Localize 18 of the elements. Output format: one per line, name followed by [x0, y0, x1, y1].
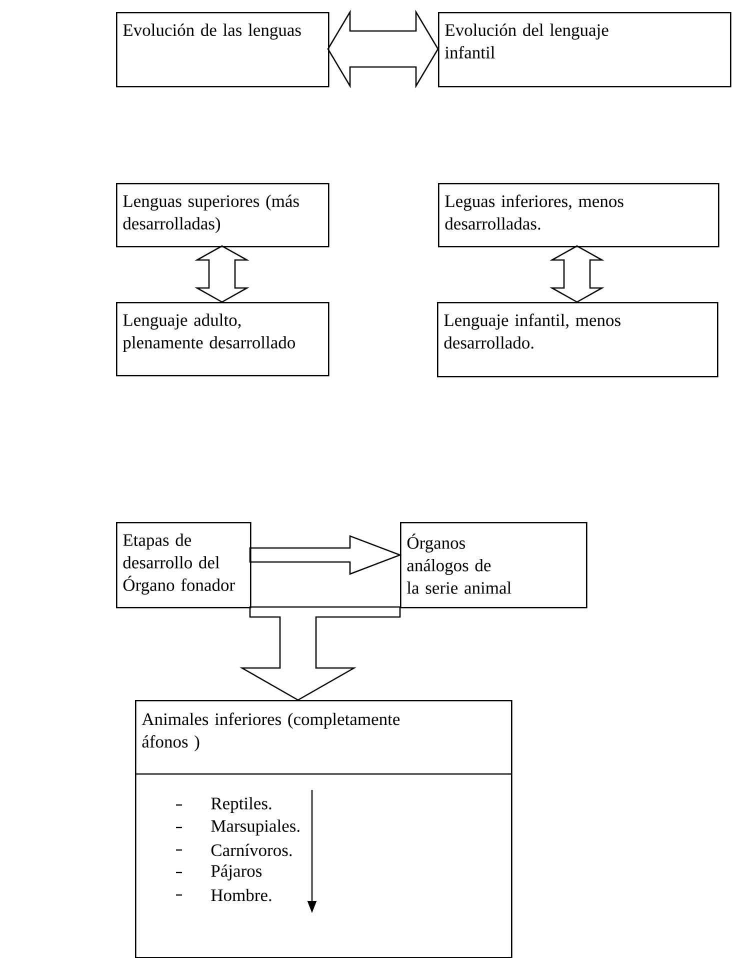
block-arrow — [327, 10, 439, 88]
text-box: Etapas de desarrollo del Órgano fonador — [116, 522, 252, 608]
list-item: Hombre. — [176, 888, 272, 902]
text-box: Evolución de las lenguas — [116, 12, 330, 88]
block-arrow — [249, 535, 402, 575]
text-box: Lenguas superiores (más desarrolladas) — [116, 183, 330, 248]
block-arrow — [550, 245, 604, 303]
block-arrow — [240, 606, 401, 701]
list-item: Pájaros — [176, 864, 262, 880]
text-box: Lenguaje infantil, menos desarrollado. — [437, 302, 718, 378]
text-box: Leguas inferiores, menos desarrolladas. — [438, 183, 720, 248]
list-item: Marsupiales. — [176, 820, 300, 836]
text-box: Lenguaje adulto, plenamente desarrollado — [116, 302, 330, 376]
list-item: Carnívoros. — [176, 844, 292, 856]
block-arrow — [194, 245, 250, 303]
text-box: Evolución del lenguaje infantil — [438, 12, 732, 88]
text-box: Órganos análogos de la serie animal — [400, 522, 588, 608]
list-item: Reptiles. — [176, 797, 272, 813]
